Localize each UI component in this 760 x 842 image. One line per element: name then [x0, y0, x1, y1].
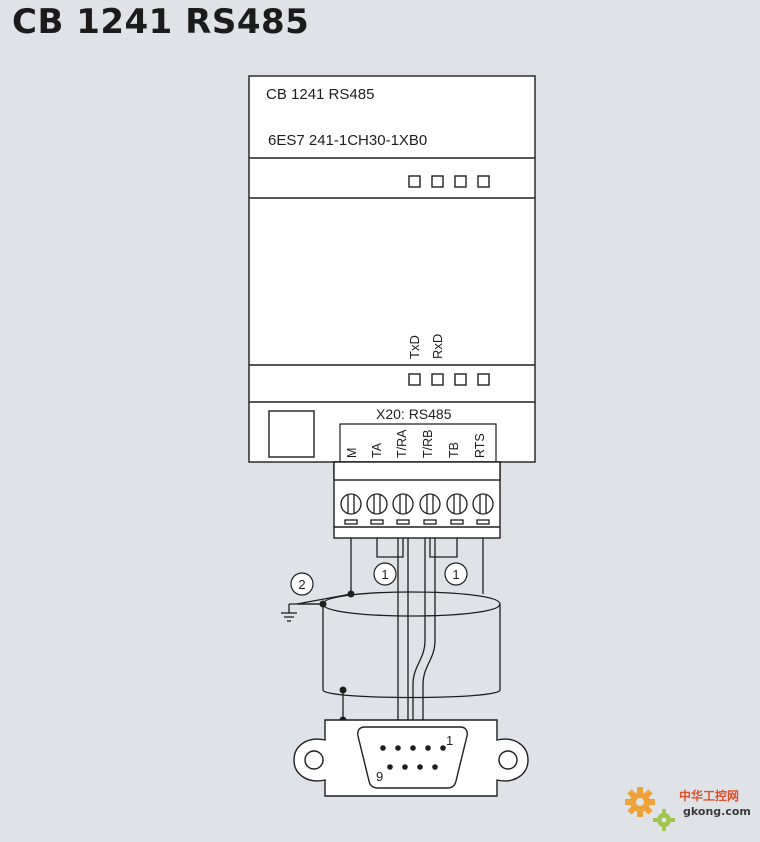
- gear-icon: [625, 787, 655, 817]
- module-name: CB 1241 RS485: [266, 86, 374, 103]
- led-indicator: [408, 373, 421, 386]
- db9-pin9-label: 9: [376, 769, 383, 784]
- terminal-screws: [340, 493, 494, 525]
- led-indicator: [431, 373, 444, 386]
- callout-number: 2: [298, 577, 305, 592]
- watermark-url: gkong.com: [683, 805, 751, 818]
- led-indicator: [454, 373, 467, 386]
- led-indicator: [477, 373, 490, 386]
- led-indicator: [408, 175, 421, 188]
- db9-connector: [293, 719, 529, 797]
- connector-label: X20: RS485: [376, 406, 452, 422]
- callout-termination-1: 1: [373, 562, 397, 586]
- screw-terminal-tb-icon: [446, 493, 468, 525]
- led-indicator: [431, 175, 444, 188]
- callout-number: 1: [381, 567, 388, 582]
- terminal-label-trb: T/RB: [421, 430, 435, 458]
- callout-ground: 2: [290, 572, 314, 596]
- screw-terminal-m-icon: [340, 493, 362, 525]
- screw-terminal-tra-icon: [392, 493, 414, 525]
- screw-terminal-rts-icon: [472, 493, 494, 525]
- terminal-block: [333, 461, 501, 539]
- db9-face: [357, 726, 468, 789]
- module: [248, 75, 536, 463]
- db9-mount-hole: [304, 750, 324, 770]
- terminal-label-tb: TB: [447, 442, 461, 458]
- terminal-label-ta: TA: [370, 442, 384, 458]
- callout-number: 1: [452, 567, 459, 582]
- junction-dot: [347, 590, 355, 598]
- module-body: [248, 75, 536, 463]
- terminal-label-rts: RTS: [473, 433, 487, 458]
- led-indicator: [477, 175, 490, 188]
- callout-termination-2: 1: [444, 562, 468, 586]
- terminal-label-m: M: [345, 448, 359, 458]
- db9-pins: [380, 745, 446, 770]
- led-row-bottom: [408, 373, 490, 386]
- led-indicator: [454, 175, 467, 188]
- page-title: CB 1241 RS485: [12, 2, 310, 42]
- led-row-top: [408, 175, 490, 188]
- module-window: [268, 410, 315, 458]
- led-label-rxd: RxD: [430, 334, 445, 359]
- wiring: [281, 538, 484, 748]
- led-label-txd: TxD: [407, 335, 422, 359]
- terminal-header: [339, 423, 497, 462]
- gear-icon: [653, 809, 675, 831]
- watermark-logo: 中华工控网 gkong.com: [625, 787, 751, 831]
- terminal-label-tra: T/RA: [395, 429, 409, 458]
- cable-shield: [322, 591, 501, 699]
- screw-terminal-ta-icon: [366, 493, 388, 525]
- junction-dot: [339, 686, 347, 694]
- junction-dot: [319, 600, 327, 608]
- db9-pin1-label: 1: [446, 733, 453, 748]
- order-number: 6ES7 241-1CH30-1XB0: [268, 132, 427, 149]
- screw-terminal-trb-icon: [419, 493, 441, 525]
- watermark-brand: 中华工控网: [679, 788, 739, 803]
- db9-mount-hole: [498, 750, 518, 770]
